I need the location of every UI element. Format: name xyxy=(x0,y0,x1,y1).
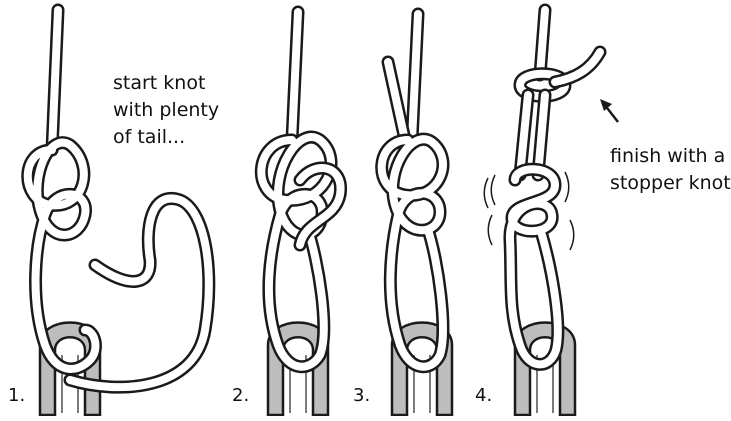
step-3-number: 3. xyxy=(353,385,370,406)
step-4-number: 4. xyxy=(475,385,492,406)
step-3-figure xyxy=(382,14,452,415)
step-4-figure xyxy=(484,10,618,415)
step-2-rope xyxy=(261,12,340,367)
start-note-line-2: with plenty xyxy=(113,97,219,124)
step-1-number: 1. xyxy=(8,385,25,406)
start-note: start knot with plenty of tail... xyxy=(113,70,219,151)
start-note-line-1: start knot xyxy=(113,70,219,97)
start-note-line-3: of tail... xyxy=(113,124,219,151)
step-3-rope xyxy=(382,14,443,367)
finish-note-line-2: stopper knot xyxy=(610,170,731,197)
finish-note-line-1: finish with a xyxy=(610,143,731,170)
step-4-rope xyxy=(484,10,600,364)
finish-note: finish with a stopper knot xyxy=(610,143,731,197)
stopper-arrow xyxy=(600,99,618,122)
step-2-figure xyxy=(261,12,340,415)
step-2-number: 2. xyxy=(232,385,249,406)
